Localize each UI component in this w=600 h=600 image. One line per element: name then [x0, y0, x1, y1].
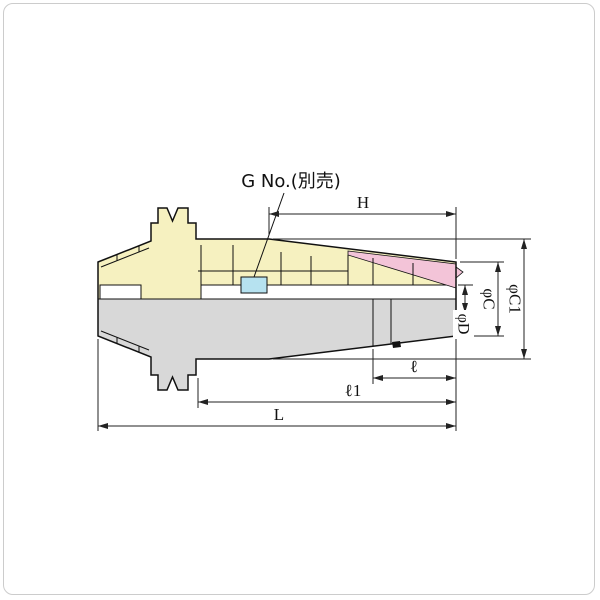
dim-label-phi-c: φC [480, 288, 499, 309]
dim-label-h: H [357, 193, 369, 212]
g-no-label: G No.(別売) [241, 171, 341, 192]
dim-phi-c1 [273, 238, 531, 360]
dim-label-phi-d-mask [453, 310, 474, 338]
holder-body-lower [98, 299, 456, 390]
holder-section-upper [98, 208, 456, 299]
dim-label-phi-c1: φC1 [506, 284, 525, 314]
dim-ell1 [197, 378, 456, 408]
internal-detail-lines [98, 245, 456, 352]
dim-phi-d [458, 284, 473, 314]
collet-tip [455, 266, 464, 279]
dim-label-phi-d: φD [455, 314, 472, 335]
dim-label-l: L [274, 405, 284, 424]
main-bore-cavity [200, 284, 457, 300]
dim-ell [372, 339, 457, 431]
dim-label-ell: ℓ [410, 357, 418, 376]
pullstud-bore [99, 284, 142, 300]
dim-label-ell1: ℓ1 [345, 381, 362, 400]
g-part [240, 276, 268, 294]
image-frame: G No.(別売) [3, 3, 595, 595]
dim-h [268, 207, 457, 259]
set-screw [392, 341, 401, 348]
dim-l [97, 339, 456, 431]
tool-holder-diagram: G No.(別売) [97, 171, 531, 431]
